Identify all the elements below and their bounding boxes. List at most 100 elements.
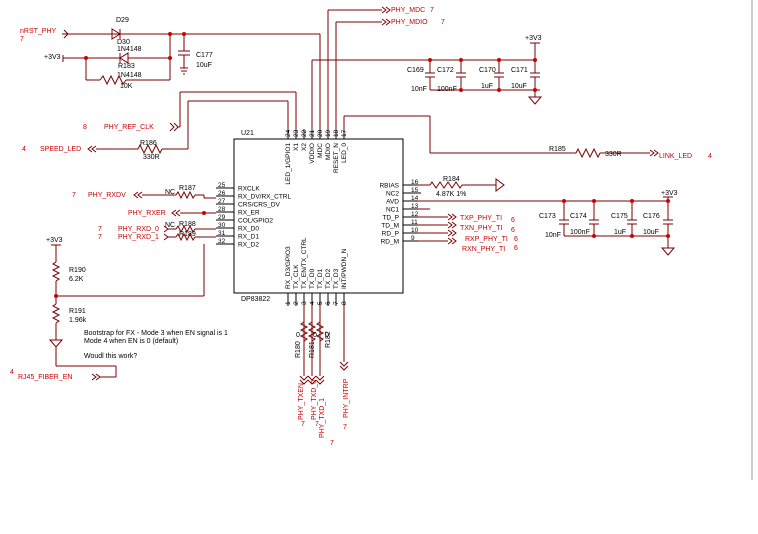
d30-symbol[interactable] (100, 52, 129, 64)
txn-arrow (447, 221, 457, 229)
net-speed-led-page: 4 (22, 146, 26, 153)
c170-ref: C170 (479, 67, 496, 74)
pin-number: 12 (411, 211, 419, 218)
pin-name: LED_1/GPIO1 (285, 143, 292, 185)
u21-ref: U21 (241, 130, 254, 137)
pin-name: CRS/CRS_DV (238, 202, 281, 209)
link-led-arrow (649, 149, 659, 157)
d30-part: 1N4148 (117, 72, 142, 79)
r181-ref: R181 (309, 341, 316, 358)
r180-symbol[interactable] (299, 321, 309, 342)
d30-ref: D30 (117, 39, 130, 46)
junction-dot (168, 32, 172, 36)
c172-symbol[interactable] (456, 60, 466, 90)
pin-name: TX_EN/TX_CTRL (301, 237, 308, 289)
pin-name: RX_DV/RX_CTRL (238, 194, 291, 201)
c169-symbol[interactable] (425, 60, 435, 90)
speed-led-arrow (87, 145, 97, 153)
pin-name: TX_CLK (293, 264, 300, 289)
pin-number: 25 (218, 182, 226, 189)
pin-name: RX_D1 (238, 234, 259, 241)
pin-name: RESET_N (333, 143, 340, 173)
net-link-led[interactable]: LINK_LED (659, 153, 692, 160)
pin-number: 31 (218, 230, 226, 237)
junction-dot (459, 88, 463, 92)
pin-name: VDDIO (309, 143, 316, 164)
net-phy-txd1[interactable]: PHY_TXD_1 (319, 398, 326, 438)
vcc-left-label: +3V3 (44, 54, 61, 61)
r180-val: 0 (296, 332, 300, 339)
r189-symbol[interactable] (175, 232, 196, 242)
c176-symbol[interactable] (663, 201, 673, 248)
net-phy-txen[interactable]: PHY_TXEN (298, 383, 305, 420)
pin-number: 10 (411, 227, 419, 234)
junction-dot (630, 234, 634, 238)
junction-dot (533, 88, 537, 92)
pin-name: X2 (301, 143, 308, 151)
r181-symbol[interactable] (307, 321, 317, 342)
note-line-3: Woudl this work? (84, 353, 137, 360)
c174-symbol[interactable] (589, 201, 599, 236)
c175-symbol[interactable] (627, 201, 637, 236)
u21-body[interactable] (233, 138, 404, 294)
net-txp[interactable]: TXP_PHY_TI (460, 215, 502, 222)
c174-val: 100nF (570, 229, 590, 236)
net-rj45-fiber-en[interactable]: RJ45_FIBER_EN (18, 374, 72, 381)
r190-symbol[interactable] (51, 261, 61, 282)
c171-symbol[interactable] (530, 60, 540, 97)
junction-dot (428, 58, 432, 62)
r186-val: 330R (143, 154, 160, 161)
r186-ref: R186 (140, 140, 157, 147)
r190-ref: R190 (69, 267, 86, 274)
net-phy-rxd1[interactable]: PHY_RXD_1 (118, 234, 159, 241)
d29-symbol[interactable] (100, 28, 121, 40)
nc-label-2: NC (165, 222, 175, 229)
d29-part: 1N4148 (117, 46, 142, 53)
net-txn[interactable]: TXN_PHY_TI (460, 225, 502, 232)
r187-symbol[interactable] (175, 190, 196, 200)
c170-symbol[interactable] (494, 60, 504, 90)
c169-val: 10nF (411, 86, 427, 93)
junction-dot (592, 234, 596, 238)
rbias-gnd (495, 178, 505, 192)
net-nrst-phy[interactable]: nRST_PHY (20, 28, 57, 35)
junction-dot (84, 56, 88, 60)
pin-number: 1 (285, 301, 292, 305)
net-rj45-fiber-en-page: 4 (10, 369, 14, 376)
r183-val: 10K (120, 83, 133, 90)
net-phy-txd0[interactable]: PHY_TXD_0 (311, 380, 318, 420)
net-phy-mdc[interactable]: PHY_MDC (391, 7, 425, 14)
net-speed-led[interactable]: SPEED_LED (40, 146, 81, 153)
r185-symbol[interactable] (575, 147, 601, 159)
c173-symbol[interactable] (559, 201, 569, 236)
c172-val: 100nF (437, 86, 457, 93)
r186-symbol[interactable] (137, 143, 163, 155)
net-rxn[interactable]: RXN_PHY_TI (462, 246, 505, 253)
net-rxp[interactable]: RXP_PHY_TI (465, 236, 508, 243)
pin-name: RX_ER (238, 210, 260, 217)
r183-symbol[interactable] (99, 74, 127, 86)
net-phy-rxdv[interactable]: PHY_RXDV (88, 192, 126, 199)
d29-ref: D29 (116, 17, 129, 24)
junction-dot (497, 88, 501, 92)
r184-symbol[interactable] (429, 181, 463, 189)
pin-name: X1 (293, 143, 300, 151)
c177-symbol[interactable] (178, 50, 190, 56)
rxn-arrow (447, 237, 457, 245)
net-phy-mdio[interactable]: PHY_MDIO (391, 19, 428, 26)
net-phy-ref-clk[interactable]: PHY_REF_CLK (104, 124, 154, 131)
pin-name: TX_D1 (317, 268, 324, 289)
net-phy-rxer[interactable]: PHY_RXER (128, 210, 166, 217)
pin-number: 29 (218, 214, 226, 221)
r182-symbol[interactable] (315, 321, 325, 342)
r191-symbol[interactable] (51, 303, 61, 324)
net-phy-rxd0[interactable]: PHY_RXD_0 (118, 226, 159, 233)
pin-name: MDIO (325, 143, 332, 160)
pin-number: 22 (301, 129, 308, 137)
r188-symbol[interactable] (175, 224, 196, 234)
net-rxp-page: 6 (514, 236, 518, 243)
pin-name: LED_0 (341, 143, 348, 163)
pin-number: 11 (411, 219, 418, 226)
net-phy-intrp[interactable]: PHY_INTRP (343, 378, 350, 418)
